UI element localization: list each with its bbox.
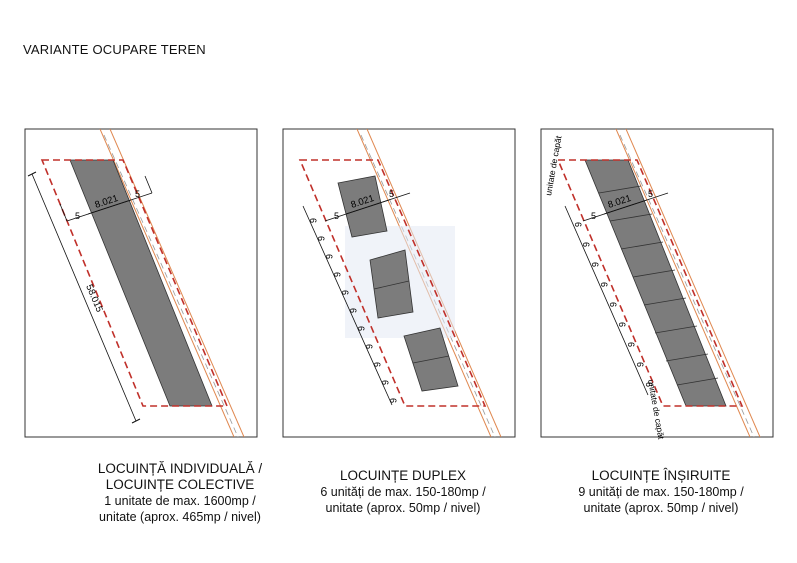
dim-tick	[131, 418, 141, 424]
caption-text: unitate (aprox. 50mp / nivel)	[583, 501, 739, 515]
unit-divider	[643, 297, 687, 306]
module-label: 6	[308, 218, 318, 223]
dim-tick	[59, 203, 68, 222]
unit-divider	[609, 213, 653, 222]
panel-frame	[282, 128, 516, 438]
unit-divider	[632, 269, 676, 278]
module-label: 6	[573, 222, 583, 227]
dim-tick	[87, 199, 132, 215]
unit-divider	[620, 241, 664, 250]
module-label: 6	[316, 236, 326, 241]
caption-text: 6 unități de max. 150-180mp /	[320, 485, 486, 499]
module-label: 6	[608, 302, 618, 307]
module-label: 6	[372, 362, 382, 367]
duplex-unit	[337, 175, 388, 238]
module-label: 6	[599, 282, 609, 287]
caption-text: 9 unități de max. 150-180mp /	[578, 485, 744, 499]
panel-frame	[540, 128, 774, 438]
caption-text: unitate (aprox. 50mp / nivel)	[325, 501, 481, 515]
module-label: 6	[617, 322, 627, 327]
module-label: 6	[380, 380, 390, 385]
unit-divider	[598, 185, 642, 194]
setback-label: 5	[75, 211, 80, 221]
caption-insiruite: LOCUINȚE ÎNȘIRUITE 9 unități de max. 150…	[536, 468, 786, 516]
caption-text: 1 unitate de max. 1600mp /	[104, 494, 256, 508]
road-edge	[99, 129, 235, 437]
module-label: 6	[348, 308, 358, 313]
setback-label: 5	[591, 211, 596, 221]
module-dimension-line	[564, 205, 649, 396]
panel-frame	[24, 128, 258, 438]
caption-title: LOCUINȚE COLECTIVE	[105, 477, 255, 492]
module-label: 6	[388, 398, 398, 403]
lot-boundary	[556, 159, 744, 407]
module-label: 6	[332, 272, 342, 277]
module-label: 6	[626, 342, 636, 347]
caption-individual: LOCUINȚĂ INDIVIDUALĂ / LOCUINȚE COLECTIV…	[25, 461, 335, 525]
unit-divider	[665, 353, 709, 362]
module-label: 6	[635, 362, 645, 367]
road-edge	[625, 129, 761, 437]
unit-divider	[373, 280, 410, 290]
module-label: 6	[356, 326, 366, 331]
module-dimension-line	[302, 205, 393, 406]
duplex-unit	[369, 249, 414, 319]
setback-label: 5	[389, 189, 394, 199]
dim-tick	[27, 171, 37, 177]
lot-boundary	[298, 159, 487, 407]
page-title: VARIANTE OCUPARE TEREN	[23, 42, 206, 57]
module-label: 6	[581, 242, 591, 247]
unit-divider	[676, 377, 719, 386]
module-label: 6	[340, 290, 350, 295]
caption-text: unitate (aprox. 465mp / nivel)	[99, 510, 261, 524]
caption-title: LOCUINȚE DUPLEX	[339, 468, 467, 483]
end-unit-label-bottom: unitate de capăt	[646, 379, 666, 441]
dim-tick	[603, 199, 648, 215]
module-label: 6	[590, 262, 600, 267]
caption-duplex: LOCUINȚE DUPLEX 6 unități de max. 150-18…	[283, 468, 523, 516]
module-label: 6	[324, 254, 334, 259]
dim-tick	[345, 199, 390, 215]
module-label: 6	[644, 382, 654, 387]
road-axis	[619, 134, 755, 437]
setback-label: 5	[334, 211, 339, 221]
caption-title: LOCUINȚĂ INDIVIDUALĂ /	[97, 461, 263, 476]
length-dimension-line	[31, 173, 137, 422]
unit-divider	[654, 325, 698, 334]
lot-boundary	[40, 159, 229, 407]
caption-title: LOCUINȚE ÎNȘIRUITE	[591, 468, 731, 483]
module-label: 6	[364, 344, 374, 349]
setback-label: 5	[648, 189, 653, 199]
road-axis	[103, 134, 239, 437]
dim-tick	[144, 175, 153, 194]
road-edge	[615, 129, 751, 437]
unit-divider	[412, 355, 450, 364]
setback-label: 5	[135, 189, 140, 199]
